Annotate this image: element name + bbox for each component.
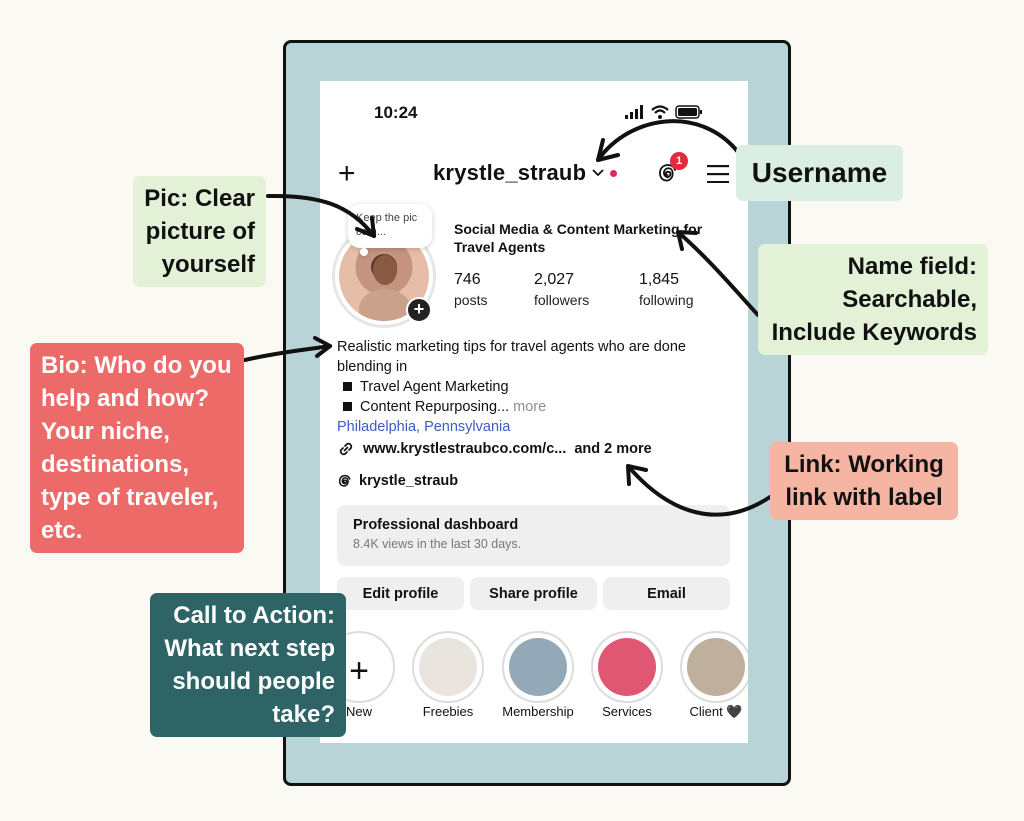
profile-bio: Realistic marketing tips for travel agen… [337, 337, 737, 437]
dashboard-title: Professional dashboard [353, 517, 519, 533]
note-bubble-tail [360, 248, 368, 256]
highlight-services[interactable] [591, 631, 663, 703]
menu-icon [707, 165, 729, 184]
callout-call-to-action: Call to Action: What next step should pe… [150, 593, 346, 737]
stat-posts[interactable]: 746 posts [454, 271, 488, 308]
plus-icon: + [349, 652, 369, 690]
note-bubble[interactable]: Keep the pic com... [348, 204, 432, 248]
highlight-label: Client 🖤 [689, 704, 743, 719]
username-switcher[interactable]: krystle_straub [433, 160, 618, 186]
callout-username: Username [736, 145, 903, 201]
link-icon [339, 442, 353, 456]
profile-username: krystle_straub [433, 160, 587, 185]
signal-icon [625, 105, 643, 119]
profile-name-field: Social Media & Content Marketing for Tra… [454, 221, 703, 255]
callout-link: Link: Working link with label [770, 442, 958, 520]
profile-link-more: and 2 more [574, 441, 652, 457]
callout-name-field: Name field: Searchable, Include Keywords [758, 244, 988, 355]
status-icons [625, 105, 703, 119]
highlight-label: New [345, 704, 372, 719]
new-activity-dot [610, 169, 618, 177]
threads-icon [338, 474, 351, 487]
add-story-plus-icon[interactable]: + [406, 297, 432, 323]
notification-badge: 1 [670, 152, 688, 170]
highlight-label: Membership [502, 704, 574, 719]
bio-more-link[interactable]: more [513, 399, 547, 415]
threads-handle: krystle_straub [359, 473, 459, 489]
callout-pic: Pic: Clear picture of yourself [133, 176, 266, 287]
highlight-label: Freebies [422, 704, 474, 719]
share-profile-button[interactable]: Share profile [470, 577, 597, 610]
highlight-label: Services [602, 704, 652, 719]
menu-button[interactable] [707, 165, 729, 188]
square-bullet-icon [343, 382, 352, 392]
square-bullet-icon [343, 402, 352, 412]
email-button[interactable]: Email [603, 577, 730, 610]
threads-button[interactable]: 1 [656, 152, 688, 190]
bio-list-item: Travel Agent Marketing [337, 377, 737, 397]
battery-icon [675, 105, 702, 119]
create-plus-icon[interactable]: + [338, 157, 356, 190]
instagram-profile-screen: 10:24 + krystle_straub 1 [320, 81, 748, 743]
highlight-membership[interactable] [502, 631, 574, 703]
dashboard-subtitle: 8.4K views in the last 30 days. [353, 537, 522, 551]
bio-list-item: Content Repurposing... more [337, 397, 737, 417]
status-time: 10:24 [374, 103, 418, 122]
stat-following[interactable]: 1,845 following [639, 271, 694, 308]
stat-followers[interactable]: 2,027 followers [534, 271, 590, 308]
profile-link-url: www.krystlestraubco.com/c... [363, 441, 567, 457]
bio-line: Realistic marketing tips for travel agen… [337, 339, 686, 375]
highlight-freebies[interactable] [412, 631, 484, 703]
chevron-down-icon [592, 169, 604, 177]
location-link[interactable]: Philadelphia, Pennsylvania [337, 419, 511, 435]
callout-bio: Bio: Who do you help and how? Your niche… [30, 343, 244, 553]
highlight-client[interactable] [680, 631, 748, 703]
edit-profile-button[interactable]: Edit profile [337, 577, 464, 610]
profile-link[interactable]: www.krystlestraubco.com/c... and 2 more [337, 440, 652, 458]
professional-dashboard[interactable]: Professional dashboard 8.4K views in the… [337, 505, 730, 566]
wifi-icon [651, 105, 669, 119]
threads-profile-link[interactable]: krystle_straub [337, 473, 458, 489]
